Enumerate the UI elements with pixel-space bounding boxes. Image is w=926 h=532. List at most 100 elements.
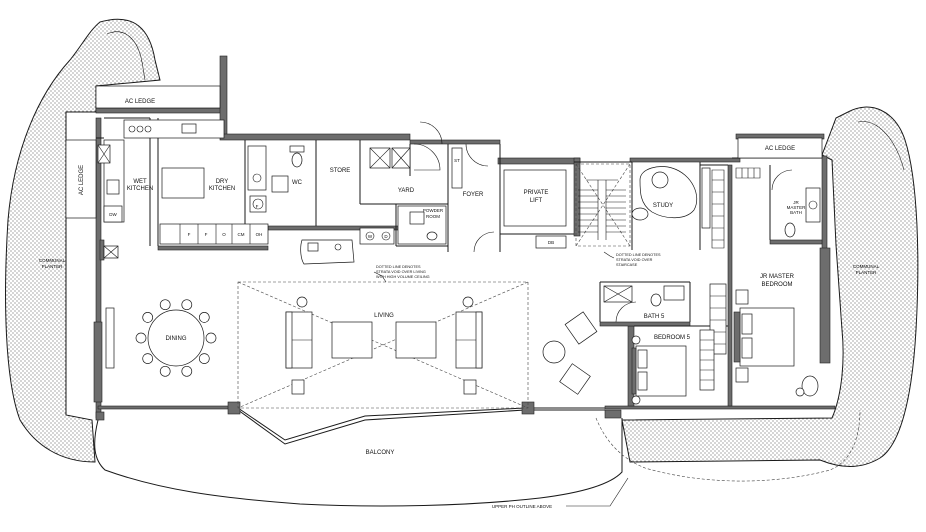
wc-appliance-drum (252, 198, 264, 210)
dining-table (147, 309, 205, 367)
label-dry-kitchen-2: KITCHEN (209, 186, 235, 192)
wc-vanity (247, 145, 267, 191)
hob-ring (128, 125, 136, 133)
hob-ring (136, 125, 144, 133)
foyer-door-swing-2 (473, 231, 495, 253)
wall-jr-bath-south (769, 239, 823, 245)
box-x-mark (103, 245, 119, 259)
column (95, 411, 105, 421)
label-fridge-f1: F (188, 232, 191, 237)
living-void (237, 281, 529, 409)
label-wet-kitchen-1: WET (133, 179, 147, 185)
label-dryer: D (384, 234, 388, 239)
peninsula-sink (334, 243, 342, 251)
yard-door-swing (413, 143, 441, 171)
armchair (564, 311, 598, 345)
ac-ledge-west (65, 139, 97, 219)
wc-appliance (249, 195, 267, 213)
study-chair-2 (631, 207, 649, 221)
dining-chair (135, 332, 147, 344)
jr-toilet (784, 222, 796, 238)
dishwasher (103, 205, 123, 223)
label-dw: DW (109, 212, 117, 217)
balcony-inner-edge (237, 409, 605, 445)
label-living: LIVING (374, 313, 394, 319)
stair-void-x (575, 163, 631, 247)
label-ac-ledge-north: AC LEDGE (125, 99, 155, 105)
dining-chair (142, 353, 154, 364)
dining-chairs (135, 299, 217, 377)
yard-appliance-x (391, 147, 411, 169)
lamp (296, 296, 308, 308)
sideboard (105, 307, 115, 369)
stair-treads (578, 179, 626, 240)
label-bath5: BATH 5 (644, 314, 665, 320)
jr-vanity (805, 187, 821, 223)
note-void-stair-1: DOTTED LINE DENOTES (616, 253, 661, 257)
label-yard: YARD (398, 188, 415, 194)
jr-chair-side (795, 387, 805, 397)
yard-appliance-x (369, 147, 391, 169)
label-dry-kitchen-1: DRY (216, 179, 229, 185)
dining-chair (198, 353, 210, 364)
upper-outline-leader (566, 477, 629, 507)
wall-east (821, 155, 828, 252)
jr-pillow (741, 313, 753, 335)
jr-chair (801, 375, 819, 397)
column (604, 409, 622, 419)
study-desk (639, 166, 698, 219)
note-upper-outline: UPPER PH OUTLINE ABOVE (492, 504, 552, 509)
dining-chair (142, 312, 154, 323)
wet-kitchen-appliance-x (97, 144, 111, 164)
balcony-slab-line (98, 407, 630, 441)
sofa-left-back (285, 311, 293, 369)
dry-kitchen-counter (159, 223, 269, 245)
label-lift-1: PRIVATE (524, 190, 549, 196)
powder-basin (409, 211, 425, 225)
jr-door-swing (771, 169, 793, 191)
note-void-living-1: DOTTED LINE DENOTES (376, 265, 421, 269)
label-wet-kitchen-2: KITCHEN (127, 186, 153, 192)
bath5-shower (663, 285, 685, 301)
column (227, 401, 241, 415)
partitions (96, 117, 822, 327)
jr-side-table (735, 289, 749, 305)
armchair (559, 363, 591, 395)
private-lift (503, 169, 567, 227)
bath5-vanity-x (603, 285, 633, 303)
wc-toilet-tank (289, 145, 305, 153)
label-foyer: FOYER (463, 192, 484, 198)
shelf (451, 147, 463, 189)
communal-planter-right (621, 106, 919, 467)
label-db: DB (548, 240, 554, 245)
hob-ring (144, 125, 152, 133)
label-jr-bath-2: MASTER (787, 205, 807, 210)
note-void-stair-2: STRATA VOID OVER (616, 258, 653, 262)
wall-bath5-south (599, 321, 691, 327)
dining-chair (181, 299, 193, 311)
ottoman (291, 379, 305, 395)
dining-chair (198, 312, 210, 323)
wall-foyer-north (409, 139, 501, 145)
dining-chair (205, 332, 217, 344)
label-jr-bedroom-2: BEDROOM (761, 282, 792, 288)
bedroom5-side-table (631, 335, 641, 345)
void-living-leader (373, 271, 387, 283)
label-store: STORE (330, 168, 351, 174)
washer-box (359, 227, 395, 245)
note-void-stair-3: STAIRCASE (616, 263, 638, 267)
wardrobe-hatch (711, 169, 725, 249)
wc-toilet (291, 152, 303, 168)
wall-study-north (629, 157, 741, 163)
label-balcony: BALCONY (366, 450, 395, 456)
wall-south-bed (604, 405, 836, 410)
dining-chair (159, 299, 171, 311)
planter-left-inner-edge (106, 31, 146, 81)
label-ac-ledge-west: AC LEDGE (79, 165, 85, 195)
wc-basin (252, 173, 262, 183)
distribution-board (535, 235, 567, 249)
wardrobe-hatch-2 (735, 167, 761, 179)
wall-east-lower (819, 247, 831, 364)
dryer-drum (381, 231, 391, 241)
kitchen-island (161, 167, 205, 199)
